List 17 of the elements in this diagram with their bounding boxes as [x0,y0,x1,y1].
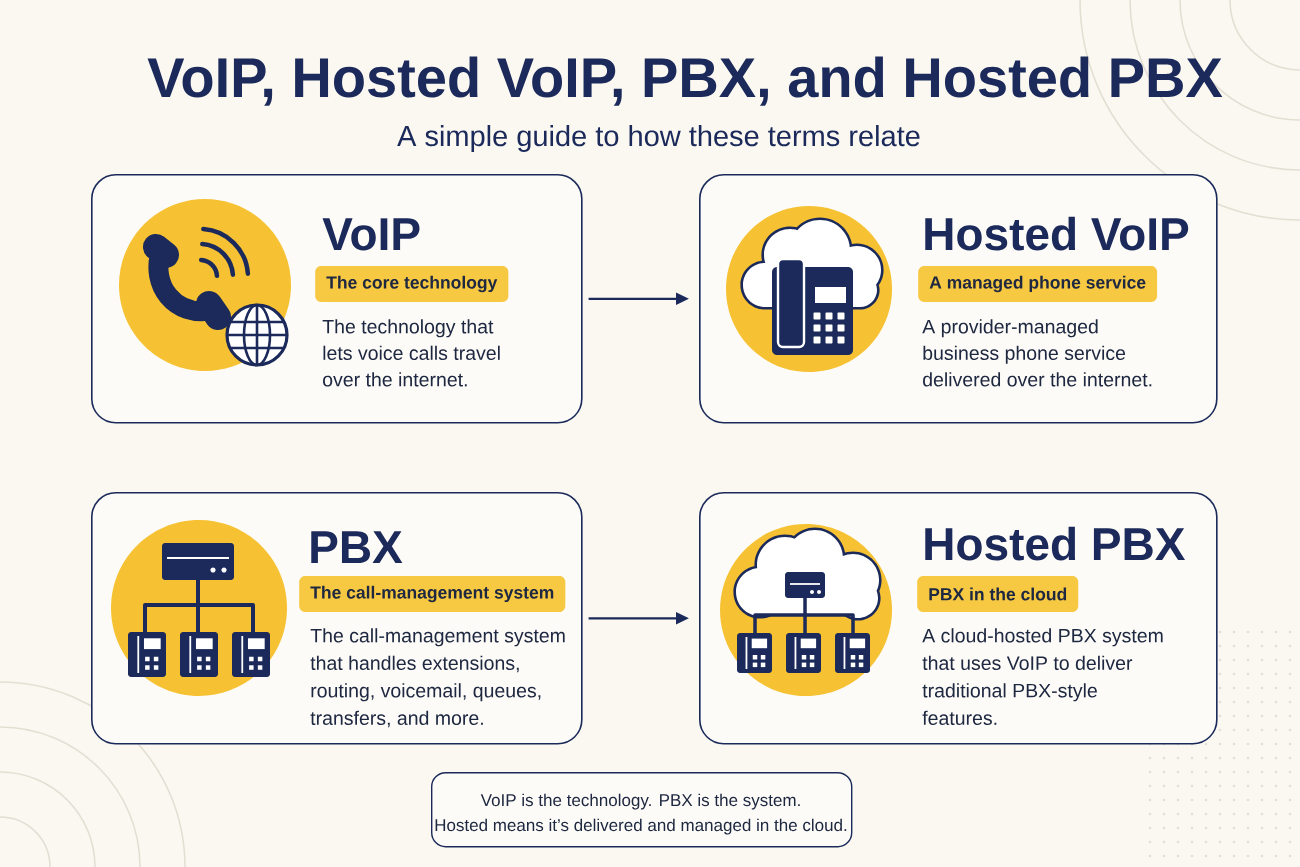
tag-label: PBX in the cloud [917,576,1079,612]
note-text: Hosted means it’s delivered and managed in the cloud. [435,818,847,835]
description: The call-management system that handles extensions, routing, voicemail, queues, transfers, and more. [310,628,565,728]
card-heading: VoIP [322,218,420,251]
note-text: VoIP is the technology. PBX is the system. [480,793,800,810]
card-heading: Hosted PBX [925,526,1186,561]
description: The technology that lets voice calls travel over the internet. [322,319,500,387]
tag-label: The call-management system [299,576,566,612]
description: A cloud-hosted PBX system that uses VoIP to deliver traditional PBX-style features. [922,628,1163,725]
tag-label: The core technology [315,266,509,302]
note-box [431,772,853,848]
description: A provider-managed business phone service delivered over the internet. [922,319,1152,387]
tag-label: A managed phone service [918,266,1158,302]
subtitle: A simple guide to how these terms relate [397,124,920,152]
title: VoIP, Hosted VoIP, PBX, and Hosted PBX [147,56,1223,106]
card-heading: PBX [311,531,403,563]
card-heading: Hosted VoIP [925,216,1189,251]
